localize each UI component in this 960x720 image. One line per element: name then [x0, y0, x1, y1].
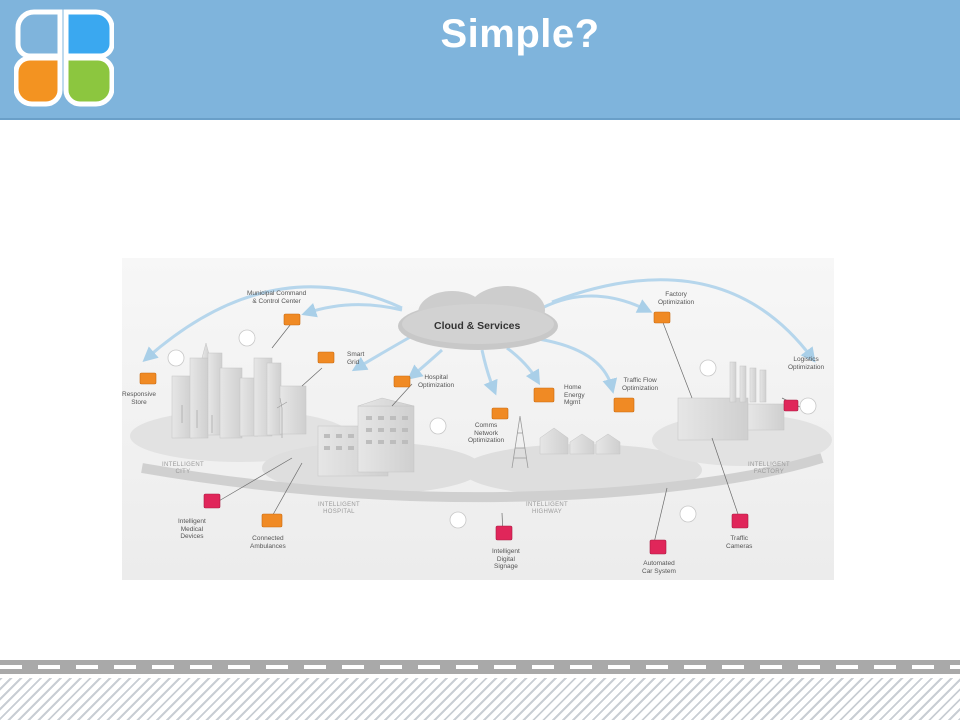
zone-intelligent-city: INTELLIGENT CITY: [162, 462, 204, 475]
label-municipal-command: Municipal Command & Control Center: [247, 290, 307, 305]
four-petal-logo-icon: [14, 9, 114, 107]
slide-title: Simple?: [440, 12, 600, 56]
label-smart-grid: Smart Grid: [347, 351, 365, 366]
homes: [539, 427, 621, 455]
city-buildings: [171, 342, 307, 439]
label-connected-ambulances: Connected Ambulances: [250, 535, 286, 550]
sensor-circles: [167, 329, 817, 529]
diagram-illustration: [122, 258, 834, 580]
label-traffic-cameras: Traffic Cameras: [726, 535, 753, 550]
label-factory-optimization: Factory Optimization: [658, 291, 695, 306]
label-traffic-flow: Traffic Flow Optimization: [622, 377, 659, 392]
comms-tower: [511, 415, 529, 469]
footer-road-dashes: [0, 665, 960, 669]
iot-network-diagram: Cloud & Services Municipal Command & Con…: [122, 258, 834, 580]
cloud-icon: [398, 286, 558, 350]
red-modules: [203, 399, 799, 555]
label-responsive-store: Responsive Store: [122, 391, 156, 406]
highway-platform: [462, 444, 702, 496]
label-intelligent-medical: Intelligent Medical Devices: [178, 518, 206, 540]
label-hospital-optimization: Hospital Optimization: [418, 374, 455, 389]
slide-header: Simple?: [0, 0, 960, 120]
footer-hatched-band: [0, 678, 960, 720]
factory-building: [677, 361, 785, 441]
label-automated-car: Automated Car System: [642, 560, 676, 575]
label-home-energy: Home Energy Mgmt: [564, 384, 585, 406]
zone-intelligent-factory: INTELLIGENT FACTORY: [748, 462, 790, 475]
zone-intelligent-hospital: INTELLIGENT HOSPITAL: [318, 502, 360, 515]
label-comms-network: Comms Network Optimization: [468, 422, 505, 444]
cloud-services-label: Cloud & Services: [434, 320, 521, 332]
label-intelligent-signage: Intelligent Digital Signage: [492, 548, 520, 570]
zone-intelligent-highway: INTELLIGENT HIGHWAY: [526, 502, 568, 515]
orange-modules: [139, 311, 671, 528]
label-logistics-optimization: Logistics Optimization: [788, 356, 825, 371]
